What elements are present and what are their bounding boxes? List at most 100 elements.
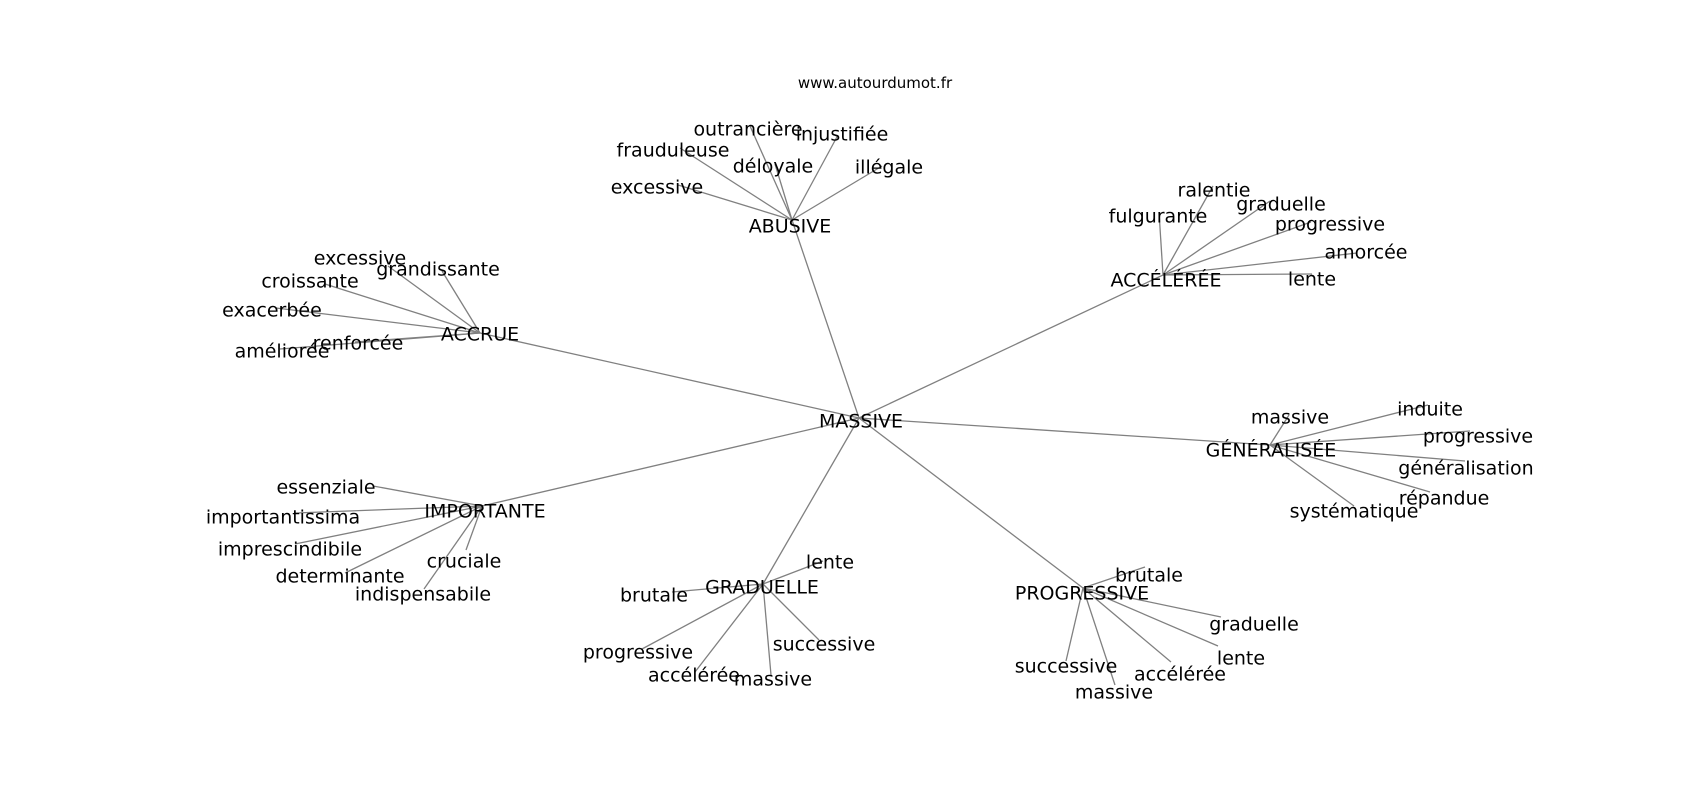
edge-accrue-leaf: [324, 283, 481, 334]
edge-abusive-leaf: [791, 165, 883, 221]
leaf-node-graduelle: massive: [734, 669, 812, 691]
edge-generalisee-leaf: [1269, 444, 1466, 462]
edge-center-abusive: [791, 219, 860, 419]
edge-center-importante: [481, 417, 860, 507]
leaf-node-generalisee: répandue: [1399, 488, 1490, 510]
cluster-node-acceleree: ACCÉLÉRÉE: [1110, 269, 1221, 292]
edge-abusive-leaf: [749, 125, 793, 221]
edge-importante-leaf: [294, 505, 483, 514]
leaf-node-graduelle: accélérée: [648, 665, 740, 687]
leaf-node-acceleree: fulgurante: [1109, 206, 1208, 228]
leaf-node-progressive: brutale: [1115, 565, 1183, 587]
edge-center-progressive: [858, 417, 1084, 589]
leaf-node-accrue: grandissante: [376, 259, 500, 281]
leaf-node-generalisee: massive: [1251, 407, 1329, 429]
edge-progressive-leaf: [1082, 566, 1146, 589]
cluster-node-graduelle: GRADUELLE: [705, 577, 819, 599]
center-node-label: MASSIVE: [819, 411, 903, 433]
edge-graduelle-leaf: [694, 583, 764, 673]
edge-accrue-leaf: [441, 270, 481, 334]
leaf-node-graduelle: progressive: [583, 642, 693, 664]
leaf-node-graduelle: successive: [773, 634, 876, 656]
leaf-node-importante: cruciale: [427, 551, 502, 573]
leaf-node-acceleree: graduelle: [1236, 194, 1326, 216]
leaf-node-generalisee: généralisation: [1398, 458, 1533, 480]
cluster-node-generalisee: GÉNÉRALISÉE: [1206, 439, 1337, 462]
leaf-node-progressive: successive: [1015, 656, 1118, 678]
cluster-node-importante: IMPORTANTE: [424, 501, 545, 523]
edge-graduelle-leaf: [641, 583, 764, 650]
leaf-node-abusive: illégale: [855, 157, 923, 179]
edge-abusive-leaf: [679, 147, 793, 221]
edge-center-graduelle: [762, 417, 860, 585]
leaf-node-importante: determinante: [275, 566, 404, 588]
leaf-node-acceleree: amorcée: [1325, 242, 1408, 264]
leaf-node-generalisee: systématique: [1290, 501, 1419, 523]
leaf-node-graduelle: lente: [806, 552, 854, 574]
edge-center-accrue: [479, 332, 860, 419]
leaf-node-progressive: massive: [1075, 682, 1153, 704]
edge-generalisee-leaf: [1269, 430, 1471, 446]
edge-graduelle-leaf: [762, 583, 820, 641]
leaf-node-importante: imprescindibile: [218, 539, 362, 561]
leaf-node-generalisee: induite: [1397, 399, 1463, 421]
edge-acceleree-leaf: [1162, 185, 1214, 276]
edge-center-acceleree: [858, 274, 1164, 419]
leaf-node-abusive: excessive: [611, 177, 703, 199]
leaf-node-accrue: exacerbée: [222, 300, 322, 322]
edge-generalisee-leaf: [1269, 444, 1355, 507]
leaf-node-accrue: améliorée: [235, 341, 330, 363]
leaf-node-abusive: déloyale: [733, 156, 814, 178]
edge-acceleree-leaf: [1162, 221, 1312, 276]
cluster-node-progressive: PROGRESSIVE: [1015, 583, 1149, 605]
leaf-node-importante: importantissima: [206, 507, 360, 529]
edge-abusive-leaf: [791, 134, 839, 221]
edge-progressive-leaf: [1065, 587, 1084, 662]
cluster-node-abusive: ABUSIVE: [749, 216, 832, 238]
edge-progressive-leaf: [1082, 587, 1222, 618]
edge-graduelle-leaf: [762, 583, 772, 676]
leaf-node-progressive: graduelle: [1209, 614, 1299, 636]
leaf-node-acceleree: ralentie: [1178, 180, 1251, 202]
edge-generalisee-leaf: [1269, 414, 1290, 446]
leaf-node-accrue: renforcée: [313, 333, 404, 355]
edge-acceleree-leaf: [1162, 252, 1358, 276]
leaf-node-importante: indispensabile: [355, 584, 491, 606]
source-label: www.autourdumot.fr: [798, 74, 953, 92]
edge-generalisee-leaf: [1269, 444, 1431, 493]
leaf-node-progressive: lente: [1217, 648, 1265, 670]
leaf-node-abusive: frauduleuse: [617, 140, 730, 162]
edge-acceleree-leaf: [1162, 200, 1271, 276]
edge-importante-leaf: [423, 505, 483, 590]
leaf-node-graduelle: brutale: [620, 585, 688, 607]
labels-layer: MASSIVE ABUSIVE excessive frauduleuseoutran…: [206, 119, 1534, 704]
edge-progressive-leaf: [1082, 587, 1172, 663]
edge-acceleree-leaf: [1158, 211, 1164, 276]
leaf-node-acceleree: lente: [1288, 269, 1336, 291]
leaf-node-accrue: croissante: [261, 271, 358, 293]
leaf-node-generalisee: progressive: [1423, 426, 1533, 448]
leaf-node-accrue: excessive: [314, 248, 406, 270]
edge-accrue-leaf: [387, 265, 481, 334]
leaf-node-abusive: outrancière: [693, 119, 802, 141]
leaf-node-progressive: accélérée: [1134, 664, 1226, 686]
edge-graduelle-leaf: [671, 583, 764, 593]
edges-layer: [275, 125, 1471, 686]
edge-progressive-leaf: [1082, 587, 1116, 686]
edge-abusive-leaf: [677, 184, 793, 221]
edge-importante-leaf: [294, 505, 483, 545]
leaf-node-abusive: injustifiée: [796, 124, 889, 146]
edge-importante-leaf: [465, 505, 483, 551]
leaf-node-acceleree: progressive: [1275, 214, 1385, 236]
edge-importante-leaf: [372, 485, 483, 507]
edge-generalisee-leaf: [1269, 404, 1429, 446]
leaf-node-importante: essenziale: [276, 477, 375, 499]
cluster-node-accrue: ACCRUE: [441, 324, 519, 346]
edge-center-generalisee: [858, 417, 1271, 446]
edge-graduelle-leaf: [762, 560, 824, 585]
edge-progressive-leaf: [1082, 587, 1219, 647]
edge-accrue-leaf: [275, 307, 481, 334]
edge-importante-leaf: [344, 505, 483, 574]
edge-accrue-leaf: [279, 332, 481, 350]
